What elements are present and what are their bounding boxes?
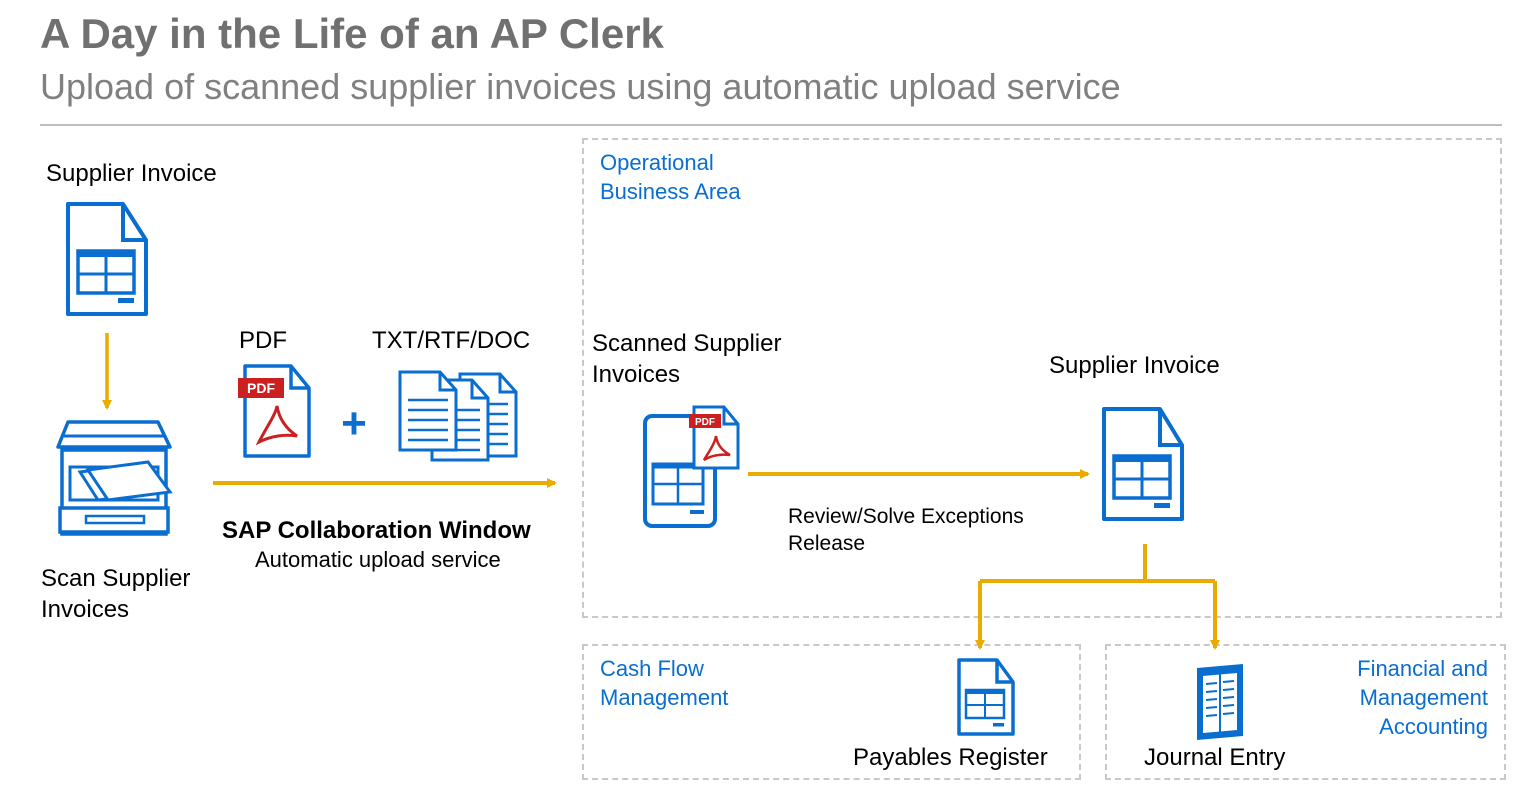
operational-supplier-invoice-label: Supplier Invoice bbox=[1049, 352, 1220, 379]
pdf-format-label: PDF bbox=[239, 327, 287, 354]
scanned-invoices-label: Scanned Supplier Invoices bbox=[592, 330, 782, 388]
journal-entry-icon bbox=[1197, 664, 1243, 740]
pdf-badge-text: PDF bbox=[247, 380, 275, 396]
invoice-document-icon bbox=[66, 202, 148, 316]
header-divider bbox=[40, 124, 1502, 126]
scanned-invoice-icon bbox=[643, 405, 740, 528]
cashflow-area-box bbox=[582, 644, 1081, 780]
collaboration-window-subtitle: Automatic upload service bbox=[255, 547, 501, 572]
cashflow-area-title: Cash Flow Management bbox=[600, 656, 729, 710]
review-step-label: Review/Solve Exceptions Release bbox=[788, 505, 1024, 555]
supplier-invoice-label: Supplier Invoice bbox=[46, 160, 217, 187]
page-title: A Day in the Life of an AP Clerk bbox=[40, 10, 664, 57]
scan-supplier-invoices-label: Scan Supplier Invoices bbox=[41, 565, 191, 623]
operational-area-title: Operational Business Area bbox=[600, 150, 741, 204]
operational-area-box bbox=[582, 138, 1502, 618]
collaboration-window-title: SAP Collaboration Window bbox=[222, 517, 531, 544]
payables-register-icon bbox=[957, 658, 1015, 736]
page-subtitle: Upload of scanned supplier invoices usin… bbox=[40, 66, 1121, 107]
pdf-file-icon bbox=[238, 364, 311, 458]
financial-area-title: Financial and Management Accounting bbox=[1357, 656, 1488, 739]
plus-sign: + bbox=[341, 399, 367, 448]
financial-area-box bbox=[1105, 644, 1506, 780]
text-documents-icon bbox=[398, 370, 518, 462]
payables-register-label: Payables Register bbox=[853, 744, 1048, 771]
journal-entry-label: Journal Entry bbox=[1144, 744, 1286, 771]
txt-format-label: TXT/RTF/DOC bbox=[372, 327, 531, 354]
scanner-icon bbox=[56, 420, 173, 536]
operational-invoice-icon bbox=[1102, 407, 1184, 521]
branch-arrows bbox=[975, 544, 1220, 650]
scanned-pdf-badge-text: PDF bbox=[695, 417, 715, 428]
